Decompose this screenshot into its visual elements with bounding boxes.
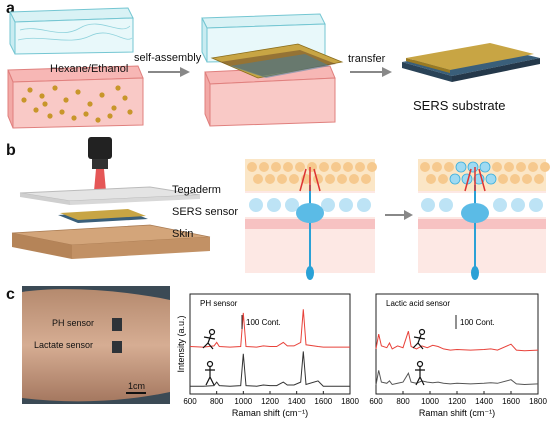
panel-b-letter: b	[6, 142, 16, 159]
arm-photo	[22, 286, 170, 404]
chart-title: PH sensor	[200, 299, 238, 308]
middle-assembly-box	[201, 13, 344, 127]
scale-label: 100 Cont.	[460, 318, 495, 327]
x-axis-label: Raman shift (cm⁻¹)	[419, 408, 495, 418]
y-axis-label: Intensity (a.u.)	[176, 315, 186, 372]
layer-label-tegaderm: Tegaderm	[172, 184, 221, 196]
x-tick-label: 800	[210, 397, 224, 406]
ph-sensor-patch	[112, 318, 122, 331]
x-tick-label: 1400	[288, 397, 306, 406]
self-assembly-label: self-assembly	[134, 52, 202, 64]
x-tick-label: 1000	[421, 397, 439, 406]
arrow-right-icon	[148, 67, 190, 77]
x-tick-label: 1800	[341, 397, 359, 406]
chart-title: Lactic acid sensor	[386, 299, 450, 308]
solvent-label: Hexane/Ethanol	[50, 63, 129, 75]
x-tick-label: 600	[183, 397, 197, 406]
x-axis-label: Raman shift (cm⁻¹)	[232, 408, 308, 418]
running-person-icon	[412, 328, 426, 350]
x-tick-label: 1600	[502, 397, 520, 406]
sers-sensor-chip	[58, 209, 148, 223]
arrow-right-icon	[350, 67, 392, 77]
x-tick-label: 1200	[261, 397, 279, 406]
x-tick-label: 800	[396, 397, 410, 406]
transfer-label: transfer	[348, 53, 386, 65]
x-tick-label: 1600	[314, 397, 332, 406]
raman-probe-icon	[88, 137, 112, 191]
series-line-1	[190, 351, 350, 387]
series-line-0	[189, 309, 350, 348]
skin-cross-section-1	[245, 159, 377, 280]
arrow-right-icon	[385, 210, 413, 220]
sers-substrate-image	[402, 43, 540, 82]
panel-c-letter: c	[6, 286, 15, 303]
standing-person-icon	[205, 360, 215, 386]
running-person-icon	[202, 328, 216, 350]
x-tick-label: 1400	[475, 397, 493, 406]
layer-label-skin: Skin	[172, 228, 194, 240]
photo-label-ph: PH sensor	[52, 318, 95, 328]
sers-substrate-label: SERS substrate	[413, 98, 506, 113]
bottom-liquid-box	[7, 65, 144, 129]
top-liquid-box	[9, 7, 134, 55]
x-tick-label: 1200	[448, 397, 466, 406]
series-line-1	[375, 370, 539, 386]
lactate-sensor-patch	[112, 341, 122, 353]
photo-label-scale: 1cm	[128, 381, 146, 391]
x-tick-label: 1000	[234, 397, 252, 406]
series-line-0	[375, 331, 539, 352]
x-tick-label: 600	[369, 397, 383, 406]
plot-frame	[189, 293, 351, 395]
layer-label-sers-sensor: SERS sensor	[172, 206, 239, 218]
plot-frame	[375, 293, 539, 395]
panel-b-illustration	[11, 137, 550, 280]
panel-a-illustration	[7, 7, 540, 129]
skin-cross-section-2	[418, 159, 550, 280]
gold-nanoparticles	[21, 85, 133, 123]
scale-label: 100 Cont.	[246, 318, 281, 327]
standing-person-icon	[415, 360, 425, 386]
x-tick-label: 1800	[529, 397, 547, 406]
panel-a-letter: a	[6, 0, 15, 17]
photo-label-lactate: Lactate sensor	[34, 340, 94, 350]
